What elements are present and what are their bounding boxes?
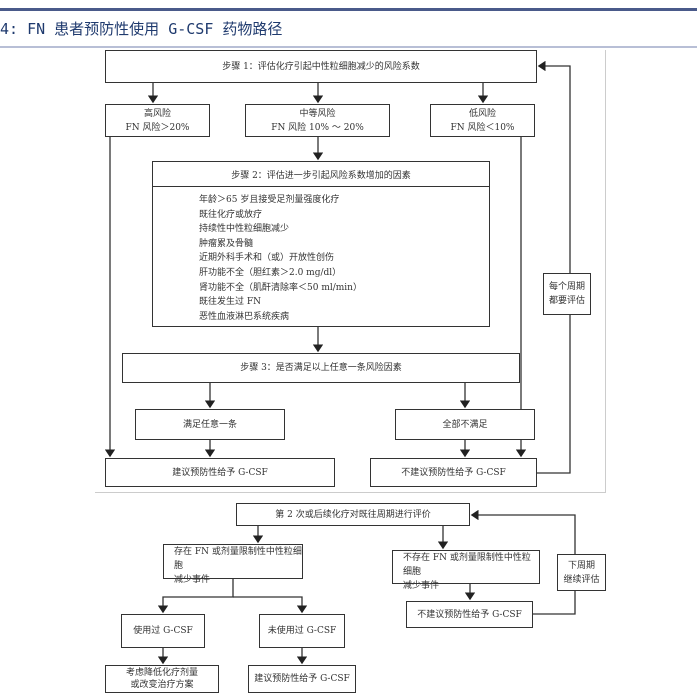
meet-any-box: 满足任意一条 (135, 409, 285, 440)
header-rule (0, 8, 697, 11)
evaluate-box: 第 2 次或后续化疗对既往周期进行评价 (236, 503, 470, 526)
next-cycle-line: 下周期 (567, 560, 595, 571)
risk-factor: 肝功能不全（胆红素＞2.0 mg/dl） (199, 267, 342, 278)
figure-title: 4: FN 患者预防性使用 G-CSF 药物路径 (0, 20, 283, 38)
every-cycle-box: 每个周期 都要评估 (543, 273, 591, 315)
frame-border (95, 492, 606, 493)
risk-factor: 年龄＞65 岁且接受足剂量强度化疗 (199, 195, 340, 205)
reduce-line: 或改变治疗方案 (130, 680, 194, 690)
risk-factor: 肾功能不全（肌酐清除率＜50 ml/min） (199, 282, 362, 293)
high-risk-box: 高风险 FN 风险＞20% (105, 104, 210, 137)
high-risk-label: 高风险 (143, 108, 171, 119)
not-recommend-box: 不建议预防性给予 G-CSF (370, 458, 537, 487)
risk-factor-list: 年龄＞65 岁且接受足剂量强度化疗 既往化疗或放疗 持续性中性粒细胞减少 肿瘤累… (153, 187, 489, 324)
absent-box: 不存在 FN 或剂量限制性中性粒细胞 减少事件 (392, 550, 540, 591)
frame-border (605, 50, 606, 493)
medium-risk-label: 中等风险 (299, 108, 336, 119)
low-risk-label: 低风险 (468, 108, 496, 119)
reduce-dose-box: 考虑降低化疗剂量 或改变治疗方案 (105, 665, 219, 693)
next-cycle-box: 下周期 继续评估 (557, 554, 606, 591)
step1-box: 步骤 1：评估化疗引起中性粒细胞减少的风险系数 (105, 50, 537, 83)
title-rule (0, 46, 697, 48)
risk-factor: 既往化疗或放疗 (199, 209, 263, 220)
risk-factor: 恶性血液淋巴系统疾病 (199, 311, 290, 322)
reduce-line: 考虑降低化疗剂量 (125, 668, 198, 678)
medium-risk-box: 中等风险 FN 风险 10% ～ 20% (245, 104, 390, 137)
used-gcsf-box: 使用过 G-CSF (121, 614, 205, 648)
meet-none-box: 全部不满足 (395, 409, 535, 440)
present-line: 存在 FN 或剂量限制性中性粒细胞 (174, 547, 302, 571)
step2-header: 步骤 2：评估进一步引起风险系数增加的因素 (153, 162, 489, 187)
risk-factor: 近期外科手术和（或）开放性创伤 (199, 253, 335, 264)
low-risk-box: 低风险 FN 风险＜10% (430, 104, 535, 137)
present-line: 减少事件 (174, 575, 211, 585)
next-cycle-line: 继续评估 (563, 574, 600, 585)
risk-factor: 持续性中性粒细胞减少 (199, 224, 290, 235)
not-used-gcsf-box: 未使用过 G-CSF (259, 614, 345, 648)
present-box: 存在 FN 或剂量限制性中性粒细胞 减少事件 (163, 544, 303, 585)
absent-line: 不存在 FN 或剂量限制性中性粒细胞 (403, 553, 531, 577)
step2-box: 步骤 2：评估进一步引起风险系数增加的因素 年龄＞65 岁且接受足剂量强度化疗 … (152, 161, 490, 327)
risk-factor: 既往发生过 FN (199, 297, 261, 308)
absent-line: 减少事件 (403, 581, 440, 591)
recommend-box-2: 建议预防性给予 G-CSF (248, 665, 356, 693)
every-cycle-line: 都要评估 (548, 296, 585, 306)
medium-risk-value: FN 风险 10% ～ 20% (271, 122, 364, 133)
low-risk-value: FN 风险＜10% (450, 122, 515, 133)
risk-factor: 肿瘤累及骨髓 (199, 238, 254, 249)
step3-box: 步骤 3：是否满足以上任意一条风险因素 (122, 353, 520, 383)
recommend-box: 建议预防性给予 G-CSF (105, 458, 335, 487)
every-cycle-line: 每个周期 (548, 282, 585, 292)
high-risk-value: FN 风险＞20% (125, 122, 190, 133)
not-recommend-box-2: 不建议预防性给予 G-CSF (406, 601, 533, 628)
